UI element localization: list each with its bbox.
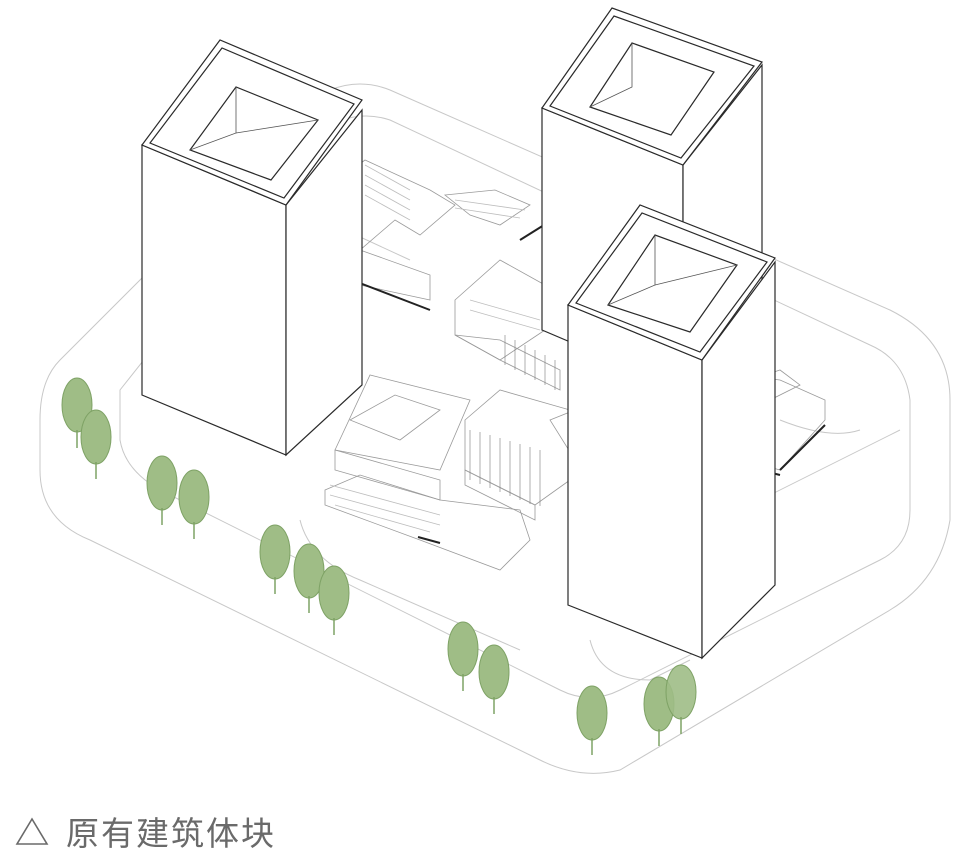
- tree: [293, 543, 325, 613]
- caption: 原有建筑体块: [14, 808, 276, 854]
- caption-text: 原有建筑体块: [66, 814, 276, 853]
- tower-left: [141, 39, 363, 457]
- tree: [259, 524, 291, 594]
- tree: [80, 409, 112, 479]
- tree: [447, 621, 479, 691]
- triangle-outline-icon: [15, 817, 49, 845]
- tree: [665, 664, 697, 734]
- tree: [318, 565, 350, 635]
- trees: [61, 377, 697, 755]
- tree: [478, 644, 510, 714]
- tower-front-right: [567, 204, 776, 660]
- isometric-site-diagram: [39, 7, 951, 774]
- tree: [178, 469, 210, 539]
- tree: [61, 377, 93, 448]
- tree: [576, 685, 608, 755]
- tree: [146, 455, 178, 525]
